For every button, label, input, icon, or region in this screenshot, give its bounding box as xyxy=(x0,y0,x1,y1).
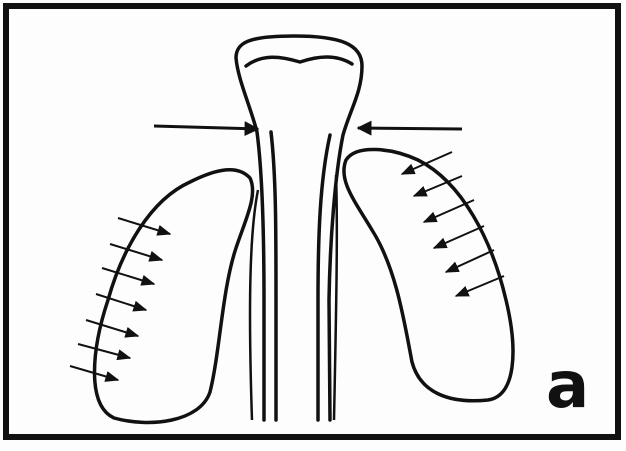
right-neck-arrow xyxy=(358,128,462,129)
right-lobe-arrow xyxy=(446,250,494,272)
tube-outer-outline xyxy=(236,36,362,420)
right-lobe-outline xyxy=(344,149,513,400)
tube-inner-left-wall xyxy=(271,132,276,420)
left-lobe-arrow xyxy=(102,268,154,284)
left-lobe-arrow xyxy=(96,294,146,310)
left-lobe-arrow xyxy=(86,320,138,336)
right-lobe-arrow xyxy=(434,226,484,248)
central-tube xyxy=(236,36,362,420)
right-lobe-arrow xyxy=(424,200,474,222)
left-lobe-arrow xyxy=(78,344,130,358)
left-lobe-arrow xyxy=(110,244,162,260)
panel-label: a xyxy=(546,354,587,418)
left-lobe-outline xyxy=(95,170,253,423)
arrow-pressure-icon xyxy=(402,152,504,296)
left-neck-arrow xyxy=(154,126,258,129)
tube-top-rim xyxy=(246,57,352,66)
arrow-inward-icon xyxy=(154,126,462,129)
right-lobe-arrow xyxy=(456,276,504,296)
left-lobe-inner-edge xyxy=(250,190,258,420)
figure-frame xyxy=(6,6,618,437)
arrow-pressure-icon xyxy=(70,218,170,380)
right-lobe-arrow xyxy=(414,176,462,196)
